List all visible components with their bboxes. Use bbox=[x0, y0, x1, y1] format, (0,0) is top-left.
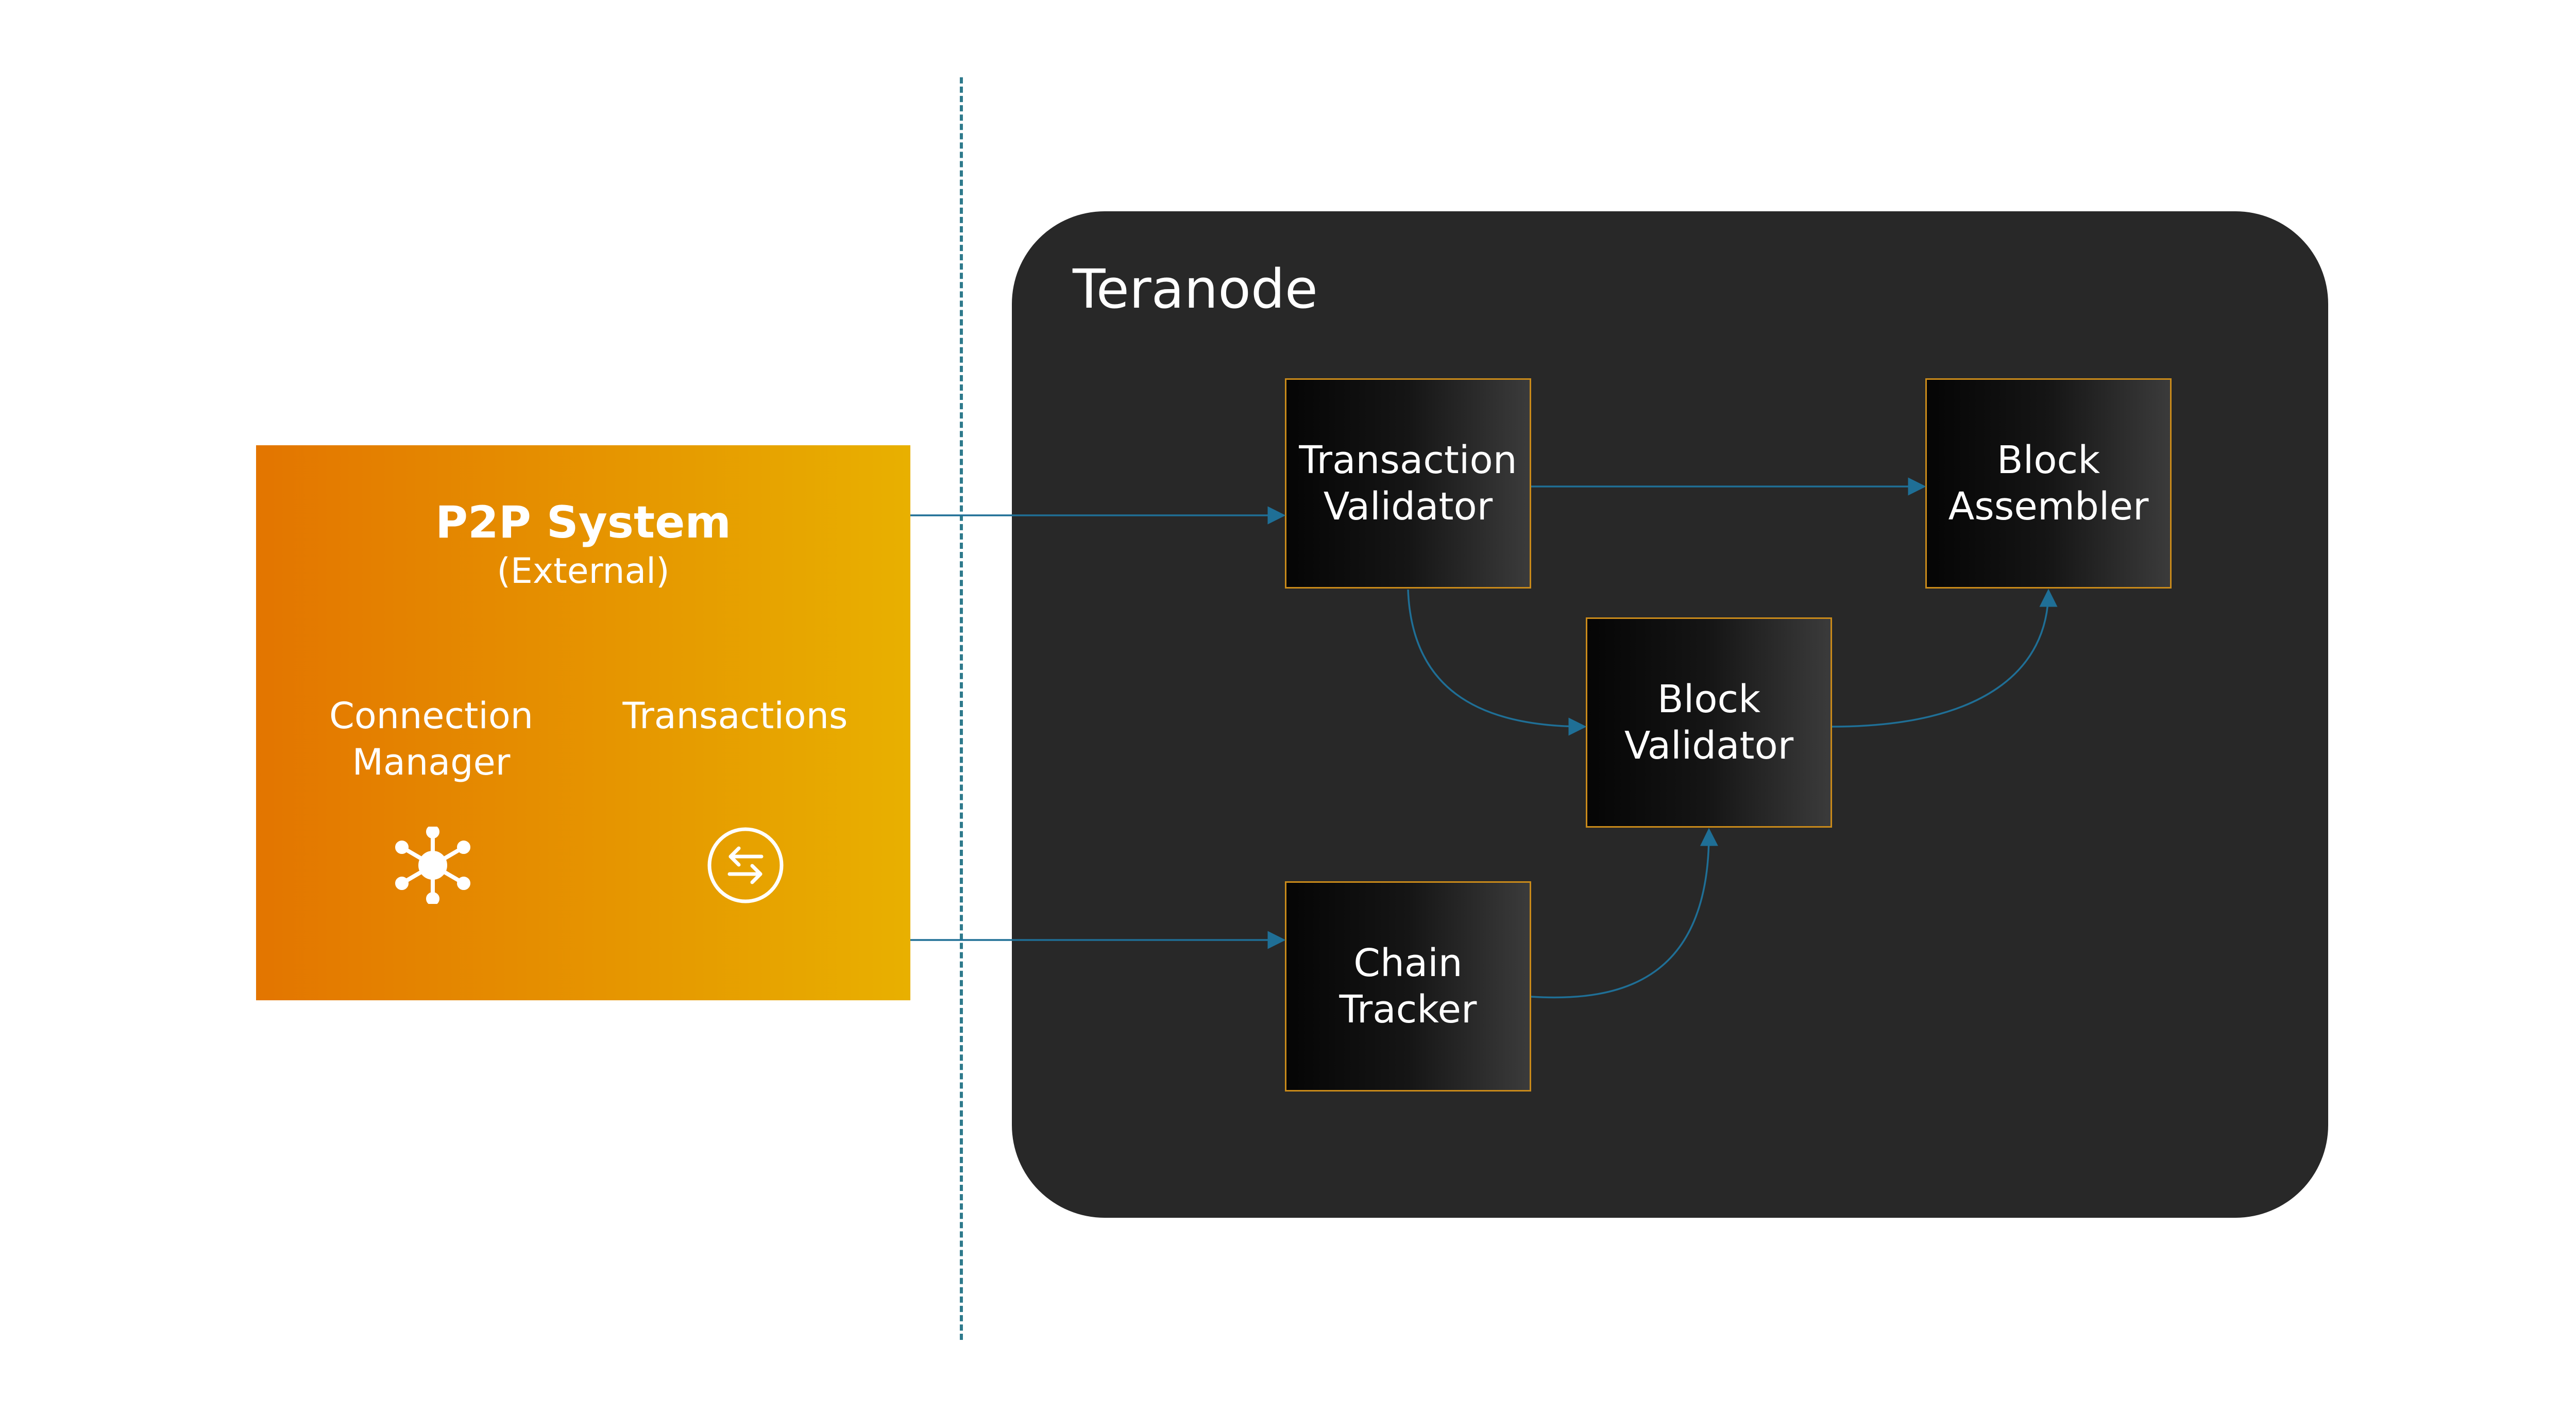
transactions-label: Transactions bbox=[622, 695, 848, 737]
block-assembler-label: Block Assembler bbox=[1948, 438, 2149, 529]
exchange-arrows-icon bbox=[707, 827, 784, 903]
teranode-title: Teranode bbox=[1073, 258, 1318, 321]
chain-tracker-node: Chain Tracker bbox=[1285, 881, 1531, 1092]
p2p-system-box: P2P System (External) Connection Manager… bbox=[256, 445, 910, 1000]
external-boundary-divider bbox=[960, 77, 963, 1340]
arrow-chain-tracker-to-block-validator bbox=[1531, 828, 1718, 999]
arrow-transaction-validator-to-block-validator bbox=[1407, 589, 1587, 736]
arrow-block-validator-to-block-assembler bbox=[1832, 589, 2058, 728]
block-validator-node: Block Validator bbox=[1586, 617, 1832, 828]
network-hub-icon bbox=[395, 827, 470, 904]
p2p-title: P2P System bbox=[435, 497, 732, 548]
block-assembler-node: Block Assembler bbox=[1925, 378, 2172, 589]
connection-manager-label: Connection Manager bbox=[329, 695, 534, 783]
transaction-validator-node: Transaction Validator bbox=[1285, 378, 1531, 589]
transaction-validator-label: Transaction Validator bbox=[1299, 438, 1517, 529]
block-validator-label: Block Validator bbox=[1624, 677, 1794, 768]
chain-tracker-label: Chain Tracker bbox=[1339, 941, 1477, 1032]
p2p-subtitle: (External) bbox=[497, 551, 670, 592]
